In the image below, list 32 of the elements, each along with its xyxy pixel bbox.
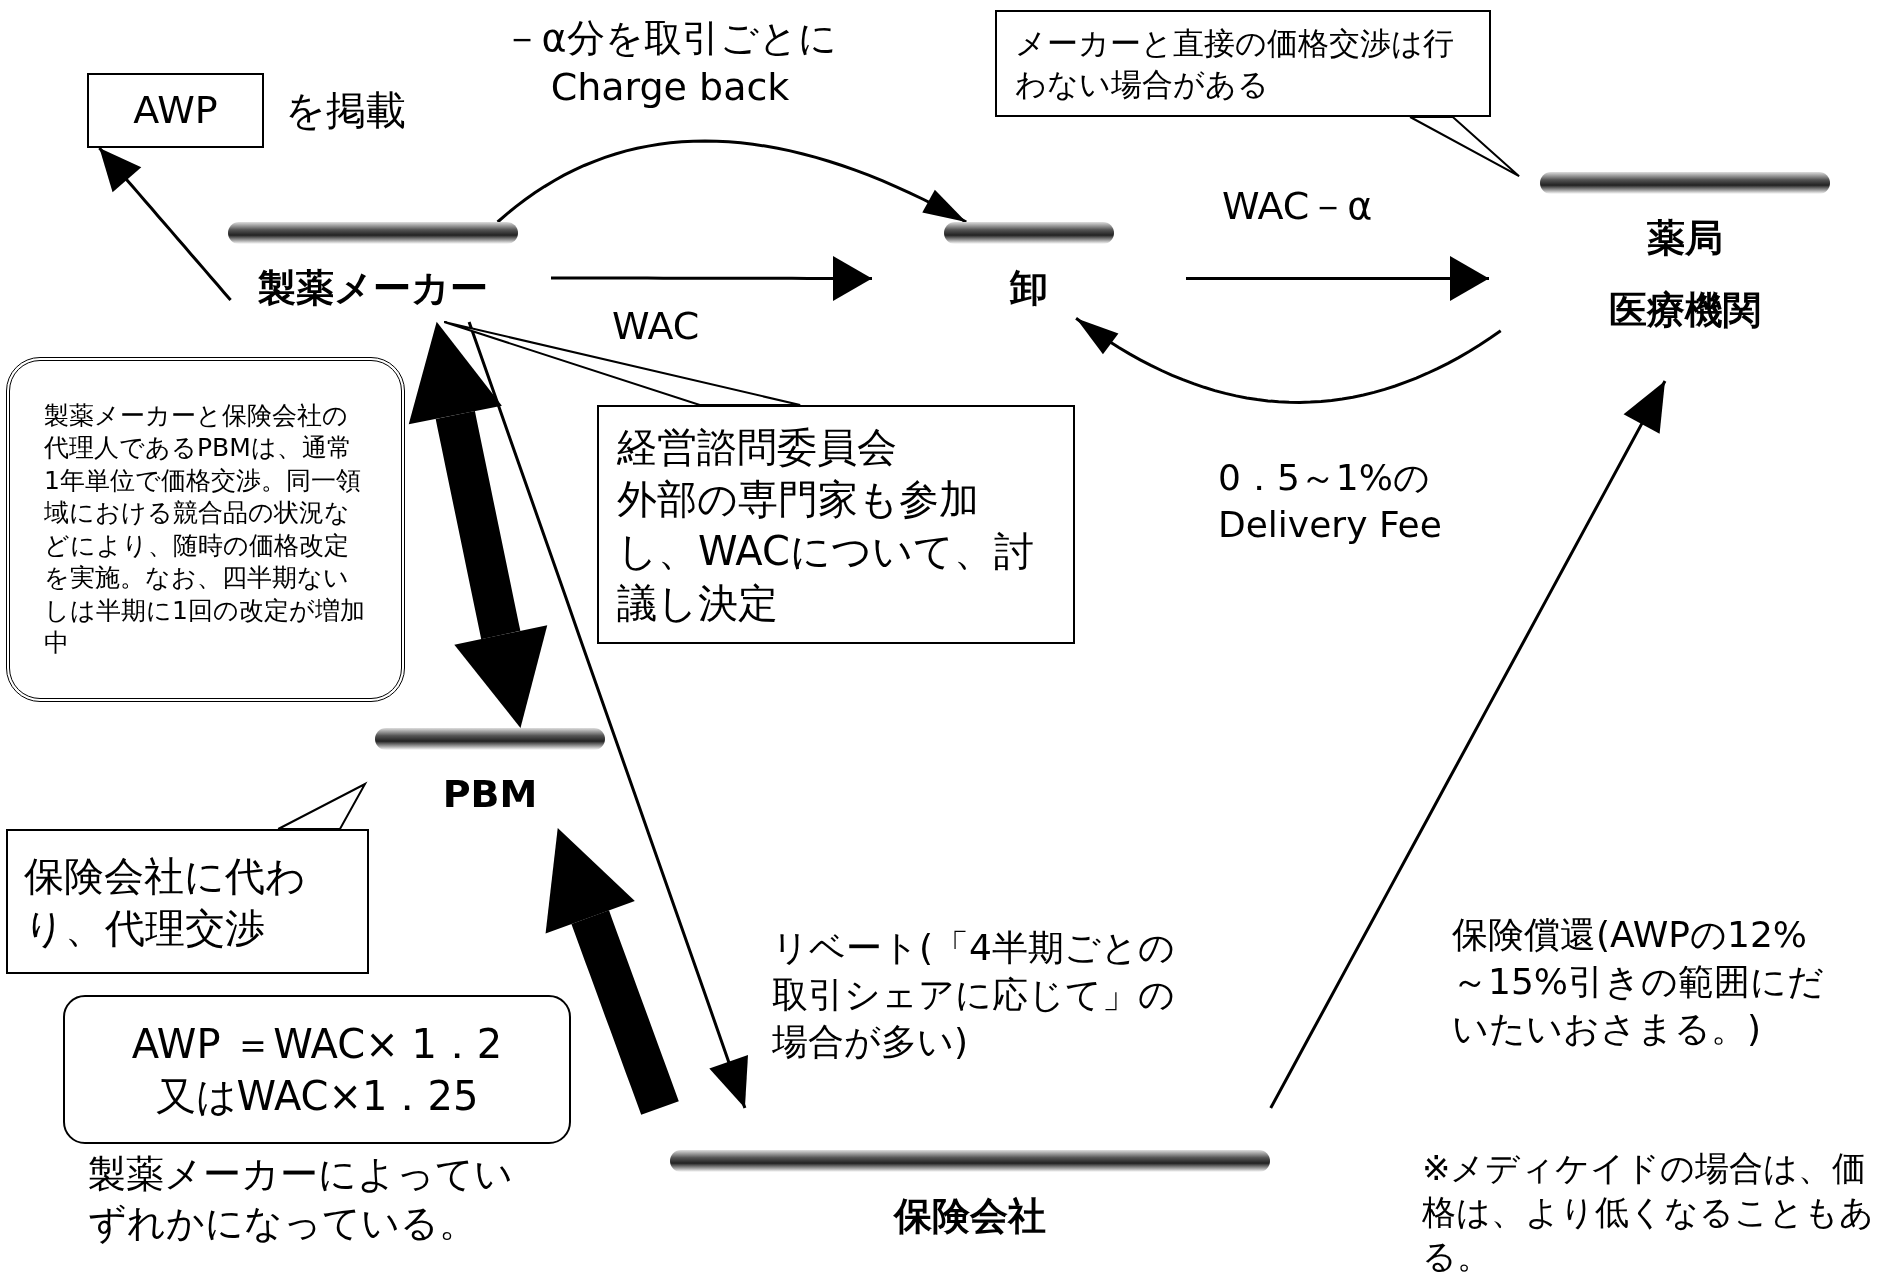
arrow — [496, 139, 967, 224]
arrow — [1186, 256, 1489, 302]
node-label: 卸 — [1010, 266, 1048, 312]
arrow — [551, 255, 872, 301]
arrow — [1075, 317, 1502, 404]
node-label: 薬局 — [1646, 216, 1723, 262]
callout-pointer — [1409, 116, 1521, 178]
callout-text: メーカーと直接の価格交渉は行わない場合がある — [1015, 24, 1455, 104]
formula-box — [63, 995, 571, 1144]
callout-text: 保険会社に代わり、代理交渉 — [24, 851, 307, 953]
box-text: 外部の専門家も参加し、WACについて、討議し決定 — [617, 474, 1035, 628]
node-label: 保険会社 — [894, 1194, 1046, 1240]
node-label: 製薬メーカー — [258, 266, 488, 312]
beside-text: を掲載 — [285, 86, 407, 135]
callout-pointer — [277, 781, 368, 830]
box-text: 経営諮問委員会 — [617, 422, 898, 472]
note-text: ※メディケイドの場合は、価格は、より低くなることもある。 — [1422, 1147, 1875, 1272]
note-box — [6, 357, 405, 702]
arrow — [1269, 380, 1667, 1109]
node-label: 医療機関 — [1608, 287, 1761, 334]
arrow — [545, 827, 679, 1115]
arrow — [98, 147, 232, 301]
box-text: AWP — [133, 86, 218, 134]
arrow — [467, 321, 748, 1109]
beside-text: 製薬メーカーによっていずれかになっている。 — [88, 1151, 514, 1248]
text-box — [87, 73, 264, 148]
formula-text: AWP ＝WAC× 1．2 — [131, 1019, 503, 1069]
callout-pointer — [443, 321, 802, 406]
arrow — [408, 321, 548, 728]
note-text: 製薬メーカーと保険会社の代理人であるPBMは、通常1年単位で価格交渉。同一領域における競合品の状況などにより、随時の価格改定を実施。なお、四半期ないしは半期に1回の改定が増加中 — [44, 399, 366, 659]
formula-text: 又はWAC×1．25 — [155, 1071, 479, 1121]
node-label: PBM — [442, 772, 538, 818]
